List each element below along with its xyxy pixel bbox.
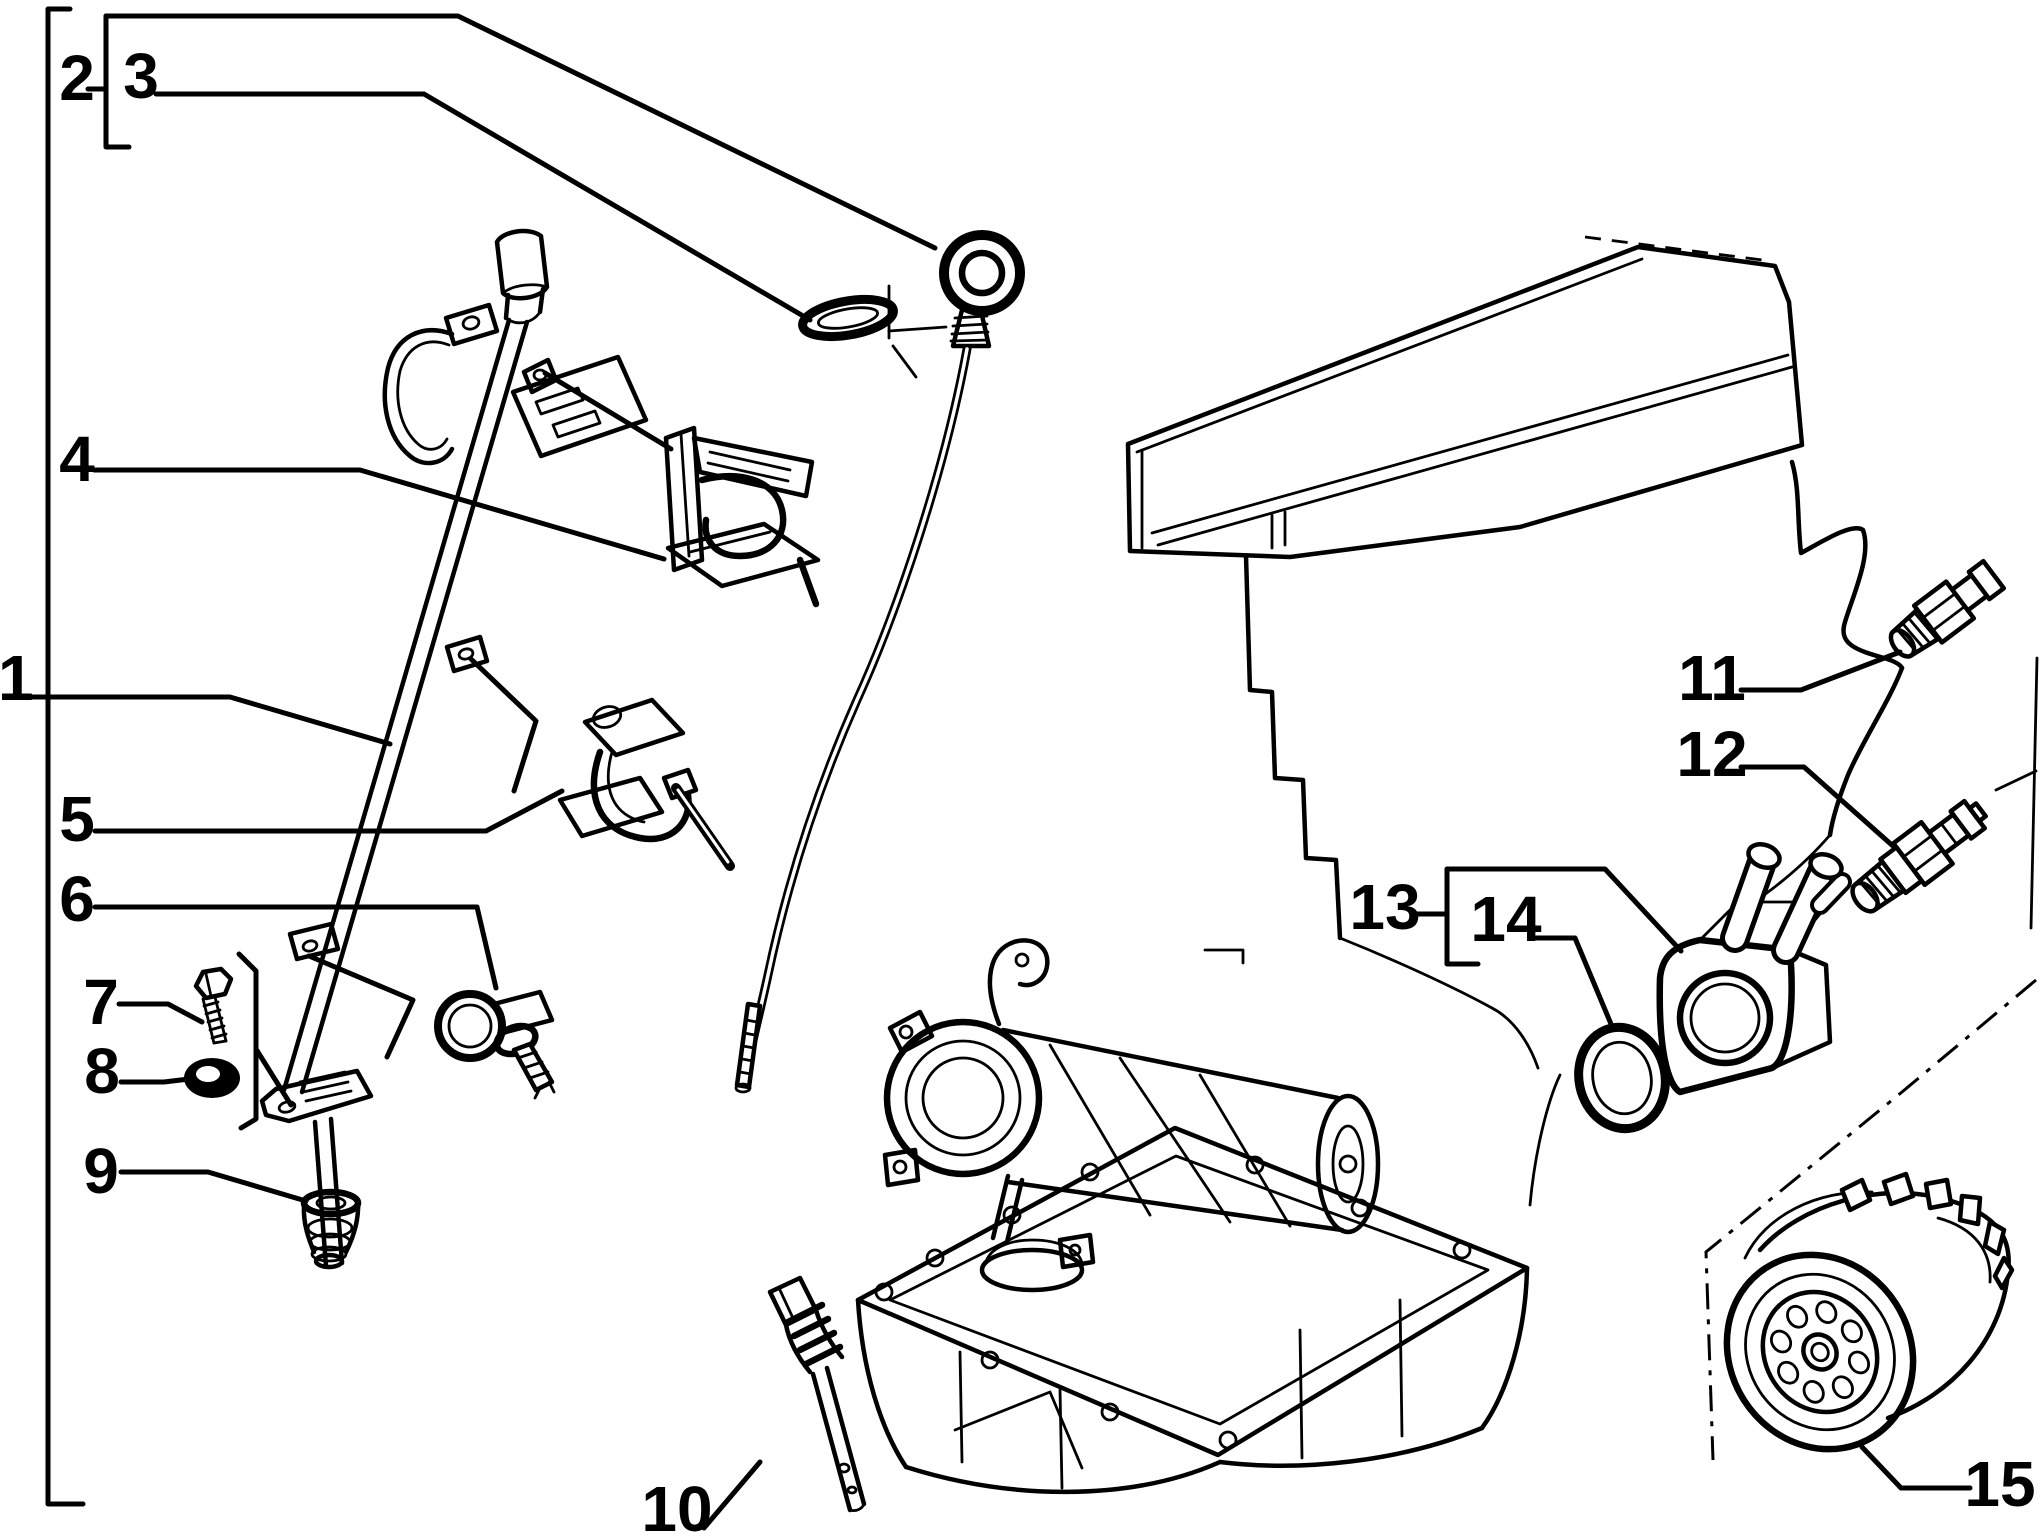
grommet [300,1188,362,1270]
callout-13-label: 13 [1349,871,1420,943]
callout-1-label: 1 [0,642,34,714]
washer [184,1058,240,1098]
pipe-clamp [557,697,735,871]
callout-11-label: 11 [1678,642,1746,714]
callout-3-label: 3 [123,40,159,112]
seal-ring [798,294,898,342]
callout-12-label: 12 [1676,718,1747,790]
callout-5-label: 5 [59,783,95,855]
callout-14-label: 14 [1470,883,1542,955]
oil-pump [882,938,1381,1293]
callout-9-label: 9 [83,1135,119,1207]
engine-block [1125,235,2039,1207]
callout-10-label: 10 [641,1473,712,1536]
cooler-seal [1574,1022,1670,1134]
switch-position-pointer [1994,769,2038,792]
oil-pressure-switch [1888,558,2007,659]
callout-labels: 1 2 3 4 5 6 7 8 9 10 11 12 13 14 15 [0,40,2036,1536]
support-clamp [663,425,821,608]
callout-2-label: 2 [59,42,95,114]
callout-4-label: 4 [59,423,95,495]
phantom-line [1704,978,2037,1461]
callout-6-label: 6 [59,863,95,935]
callout-7-label: 7 [83,966,119,1038]
oil-filter [1704,978,2037,1461]
assembly-group-bracket [45,6,86,1507]
leader-lines [25,13,1973,1531]
retaining-clip [434,989,556,1100]
oil-sump [855,1125,1530,1495]
oil-temperature-switch [1850,798,1988,914]
dipstick [734,230,1025,1094]
oil-temperature-sensor [767,1275,867,1513]
oil-cooler [1656,842,1852,1096]
callout-15-label: 15 [1964,1448,2035,1520]
bolt [193,966,234,1045]
callout-8-label: 8 [84,1035,120,1107]
